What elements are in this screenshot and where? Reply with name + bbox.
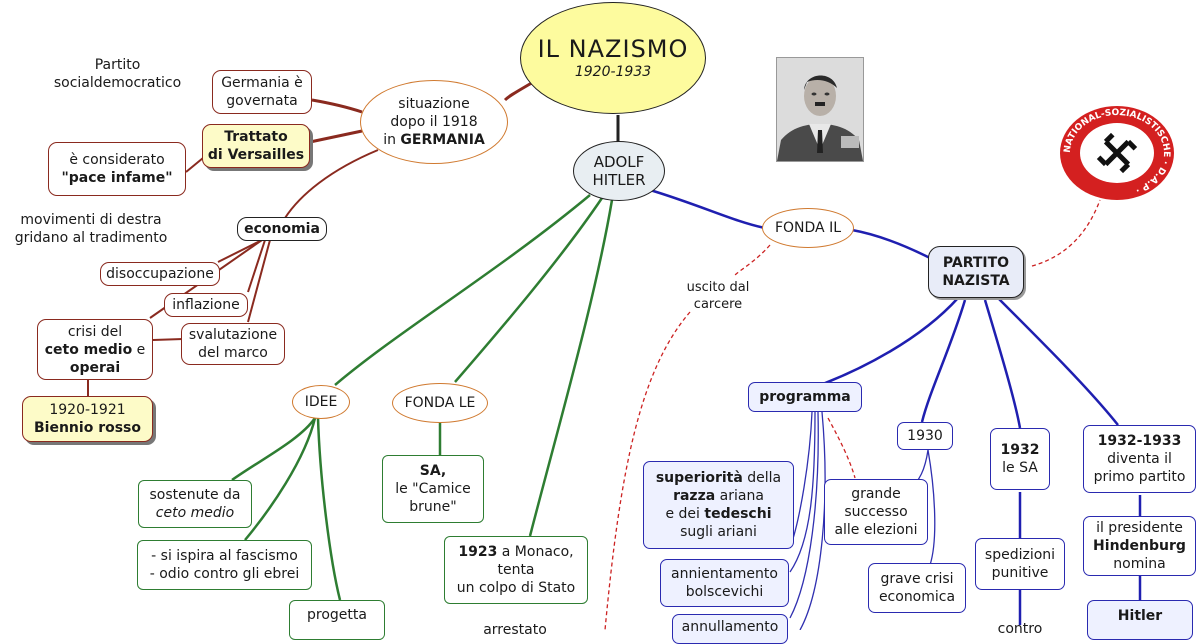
title-years: 1920-1933	[574, 64, 652, 80]
title-main: IL NAZISMO	[537, 35, 689, 63]
crisi-ceto-medio-node: crisi del ceto medio e operai	[37, 319, 153, 380]
connector-layer	[87, 76, 1142, 630]
inflazione-node: inflazione	[164, 293, 248, 317]
situazione-node: situazione dopo il 1918 in GERMANIA	[360, 80, 508, 164]
pace-infame-node: è considerato"pace infame"	[48, 142, 186, 196]
situazione-line2: dopo il 1918	[390, 114, 478, 130]
year-1930-node: 1930	[897, 422, 953, 450]
fonda-le-node: FONDA LE	[392, 383, 488, 423]
hitler-portrait	[776, 57, 864, 162]
nsdap-emblem: NATIONAL-SOZIALISTISCHE · D.A.P ·	[1058, 104, 1176, 202]
arrestato-text: arrestato	[483, 622, 547, 638]
annullamento-node: annullamento	[672, 614, 788, 644]
progetta-node: progetta	[289, 600, 385, 640]
idee-node: IDEE	[292, 385, 350, 419]
situazione-line1: situazione	[398, 96, 470, 112]
programma-node: programma	[748, 382, 862, 412]
disoccupazione-node: disoccupazione	[100, 262, 220, 286]
economia-node: economia	[237, 217, 327, 241]
hitler-nominato-node: Hitler	[1087, 600, 1193, 640]
contro-text: contro	[997, 621, 1043, 637]
superiorita-node: superiorità della razza ariana e dei ted…	[643, 461, 794, 549]
fonda-il-node: FONDA IL	[762, 208, 854, 248]
fascismo-node: - si ispira al fascismo- odio contro gli…	[137, 540, 312, 590]
title-ellipse: IL NAZISMO 1920-1933	[520, 2, 706, 114]
situazione-line3: in GERMANIA	[383, 132, 485, 148]
